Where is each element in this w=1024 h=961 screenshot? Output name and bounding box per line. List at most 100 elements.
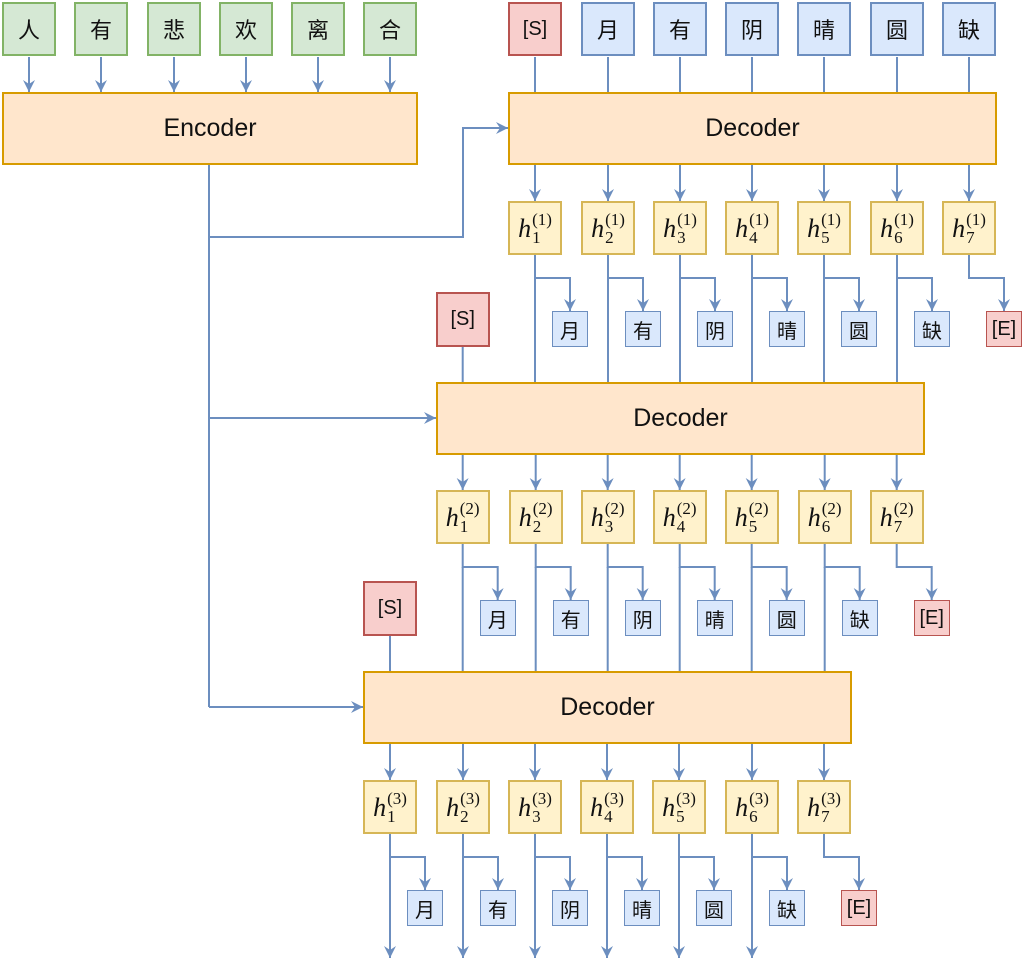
start-token: [S] (363, 581, 417, 636)
hidden-state-index: 6 (821, 516, 831, 536)
end-token: [E] (913, 600, 950, 636)
hidden-state-index: 5 (748, 516, 758, 536)
output-token-label: 有 (560, 609, 581, 632)
output-token-arrow (968, 255, 1010, 311)
decoder-input-token-label: 圆 (885, 18, 908, 43)
hidden-state-index: 4 (749, 227, 758, 247)
output-token-label: 月 (415, 899, 435, 922)
encoder-input-token-label: 欢 (234, 18, 257, 43)
hidden-state-symbol: h (807, 793, 821, 822)
end-token-label: [E] (846, 896, 872, 919)
output-token-arrow (534, 834, 576, 890)
output-token: 晴 (696, 600, 733, 636)
hidden-state-symbol: h (952, 214, 966, 243)
decoder-block-1-label: Decoder (705, 114, 800, 142)
encoder-input-token-label: 离 (306, 18, 329, 43)
output-token: 圆 (768, 600, 805, 636)
output-token-label: 有 (488, 899, 508, 922)
hidden-state-index: 7 (821, 806, 830, 826)
hidden-state-layer: (2) (821, 498, 842, 518)
output-token-arrow (678, 544, 721, 600)
output-token-label: 阴 (705, 320, 725, 343)
start-token-label: [S] (522, 17, 548, 40)
end-token-label: [E] (991, 317, 1017, 340)
hidden-state: h(2)2 (508, 490, 563, 544)
hidden-state-symbol: h (735, 793, 749, 822)
output-token-arrow (678, 834, 720, 890)
output-token-arrow (606, 834, 648, 890)
end-token-label: [E] (919, 606, 944, 629)
encoder-input-token: 合 (363, 2, 417, 56)
encoder-input-token: 欢 (219, 2, 273, 56)
context-arrow-decoder-1 (209, 122, 508, 238)
hidden-state: h(2)1 (435, 490, 490, 544)
hidden-state: h(3)7 (797, 780, 851, 834)
decoder-input-token: 有 (653, 2, 707, 56)
output-token: 阴 (624, 600, 661, 636)
output-token-label: 月 (487, 609, 508, 632)
end-token: [E] (841, 890, 877, 926)
output-token-label: 圆 (776, 609, 797, 632)
hidden-state-scripts: (1)4 (749, 211, 769, 246)
output-token: 缺 (769, 890, 805, 926)
encoder-input-token-label: 人 (17, 18, 40, 43)
decoder-input-token: 月 (581, 2, 635, 56)
hidden-state: h(1)7 (942, 201, 996, 255)
output-token-arrow (751, 255, 793, 311)
decoder-input-token: 阴 (725, 2, 779, 56)
hidden-state-scripts: (3)1 (387, 790, 407, 825)
hidden-state-scripts: (1)6 (894, 211, 914, 246)
output-token-arrow (896, 255, 938, 311)
hidden-state-scripts: (2)1 (460, 500, 480, 535)
hidden-state: h(2)4 (652, 490, 707, 544)
hidden-state-index: 6 (894, 227, 903, 247)
output-token: 晴 (624, 890, 660, 926)
output-token: 阴 (552, 890, 588, 926)
output-token-label: 缺 (777, 899, 797, 922)
hidden-state-scripts: (2)7 (894, 500, 914, 535)
hidden-state-layer: (3) (676, 788, 696, 808)
hidden-state-scripts: (2)4 (677, 500, 697, 535)
decoder-block-2-label: Decoder (633, 404, 728, 432)
decoder-input-token-label: 月 (596, 18, 619, 43)
output-token-arrow (606, 544, 649, 600)
encoder-input-token-label: 悲 (162, 18, 185, 43)
hidden-state-symbol: h (807, 214, 821, 243)
output-token-label: 阴 (560, 899, 580, 922)
hidden-state: h(2)7 (869, 490, 924, 544)
hidden-state-layer: (3) (821, 788, 841, 808)
hidden-state-symbol: h (518, 214, 532, 243)
output-token: 有 (625, 311, 661, 347)
hidden-state-scripts: (3)6 (749, 790, 769, 825)
hidden-state: h(1)1 (508, 201, 562, 255)
hidden-state-symbol: h (662, 793, 676, 822)
hidden-state-layer: (1) (749, 209, 769, 229)
hidden-state-symbol: h (373, 793, 387, 822)
hidden-state-index: 2 (460, 806, 469, 826)
hidden-state: h(3)3 (508, 780, 562, 834)
output-token-label: 阴 (632, 609, 653, 632)
decoder-input-token-label: 阴 (740, 18, 763, 43)
hidden-state-symbol: h (591, 214, 605, 243)
start-token: [S] (435, 292, 490, 347)
hidden-state-scripts: (2)2 (533, 500, 553, 535)
decoder-input-token: 圆 (870, 2, 924, 56)
hidden-state-symbol: h (518, 793, 532, 822)
end-token: [E] (986, 311, 1022, 347)
hidden-state-index: 3 (604, 516, 614, 536)
hidden-state-scripts: (3)3 (532, 790, 552, 825)
encoder-input-token-label: 合 (378, 18, 401, 43)
hidden-state-scripts: (2)6 (822, 500, 842, 535)
output-token-arrow (389, 834, 431, 890)
output-token-label: 晴 (777, 320, 797, 343)
output-token-label: 晴 (704, 609, 725, 632)
hidden-state: h(1)3 (653, 201, 707, 255)
hidden-state-scripts: (1)7 (966, 211, 986, 246)
hidden-state-index: 2 (532, 516, 542, 536)
hidden-state-scripts: (3)7 (821, 790, 841, 825)
start-token: [S] (508, 2, 562, 56)
output-token-arrow (534, 255, 576, 311)
output-token-arrow (751, 834, 793, 890)
output-token: 圆 (696, 890, 732, 926)
hidden-state-index: 2 (605, 227, 614, 247)
